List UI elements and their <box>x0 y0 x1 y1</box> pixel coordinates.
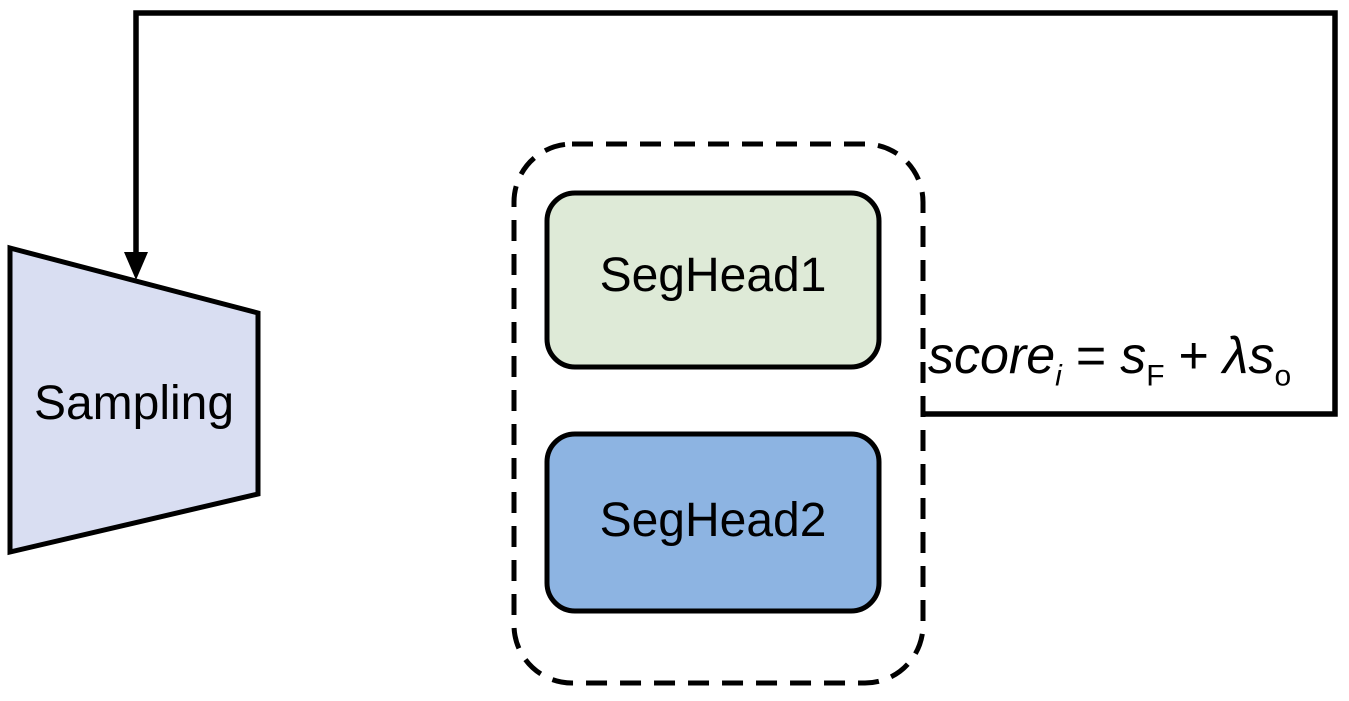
seghead1-box <box>544 190 882 370</box>
seghead2-box <box>544 431 882 614</box>
formula-subscript-o: o <box>1274 359 1292 393</box>
arrow-head-icon <box>124 252 148 280</box>
score-formula: scorei=sF+λso <box>928 327 1291 391</box>
seghead-group-dashed-box <box>511 141 926 686</box>
sampling-label: Sampling <box>33 377 235 430</box>
sampling-trapezoid <box>7 244 261 556</box>
plus-sign: + <box>1178 327 1209 385</box>
formula-term-score: score <box>928 327 1056 385</box>
seghead1-label: SegHead1 <box>599 249 827 302</box>
formula-subscript-i: i <box>1055 359 1062 393</box>
formula-s-foreground: s <box>1120 327 1147 385</box>
formula-s-other: s <box>1248 327 1275 385</box>
equals-sign: = <box>1075 327 1107 385</box>
lambda-symbol: λ <box>1222 327 1249 385</box>
feedback-loop-line <box>133 10 1338 417</box>
seghead2-label: SegHead2 <box>599 494 827 547</box>
formula-subscript-f: F <box>1146 359 1165 393</box>
